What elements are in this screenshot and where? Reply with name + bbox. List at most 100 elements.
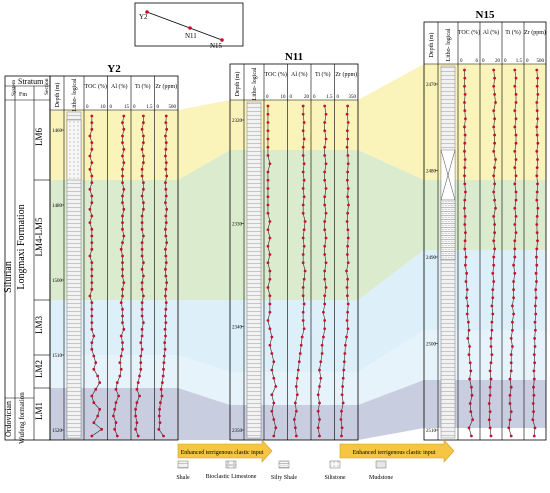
zr-data-point bbox=[164, 134, 167, 138]
litho-header: Litho- logical bbox=[252, 67, 258, 100]
al-data-point bbox=[301, 310, 305, 314]
al-data-point bbox=[488, 393, 492, 397]
toc-data-point bbox=[90, 314, 94, 318]
ti-data-point bbox=[135, 401, 139, 405]
legend-label-siltstone: Siltstone bbox=[324, 475, 345, 481]
ti-data-point bbox=[323, 129, 327, 133]
zr-data-point bbox=[535, 166, 539, 170]
facies-band-0 bbox=[50, 64, 546, 180]
al-data-point bbox=[492, 174, 496, 178]
al-data-point bbox=[494, 206, 497, 210]
al-data-point bbox=[302, 137, 306, 141]
toc-data-point bbox=[468, 402, 472, 405]
zr-data-point bbox=[346, 228, 350, 232]
ti-data-point bbox=[513, 166, 517, 170]
ti-data-point bbox=[324, 211, 328, 215]
al-data-point bbox=[492, 68, 496, 72]
zr-data-point bbox=[535, 255, 538, 259]
zr-data-point bbox=[164, 247, 167, 251]
ti-data-point bbox=[509, 410, 513, 413]
zr-data-point bbox=[535, 101, 539, 104]
section-lm6: LM6 bbox=[34, 128, 44, 147]
toc-data-point bbox=[463, 141, 467, 145]
ti-data-point bbox=[318, 385, 321, 388]
zr-data-point bbox=[347, 203, 350, 207]
ti-data-point bbox=[142, 134, 145, 138]
zr-data-point bbox=[342, 368, 346, 372]
toc-data-point bbox=[464, 190, 467, 194]
litho-header: Litho- logical bbox=[446, 28, 452, 61]
zr-data-point bbox=[346, 277, 350, 281]
al-data-point bbox=[492, 215, 496, 218]
toc-data-point bbox=[268, 302, 272, 306]
toc-data-point bbox=[90, 214, 94, 218]
zr-data-point bbox=[159, 401, 162, 405]
ti-data-point bbox=[323, 253, 327, 256]
toc-data-point bbox=[463, 93, 467, 96]
al-data-point bbox=[121, 314, 124, 318]
arrow-right-label: Enhanced terrigenous clastic input bbox=[353, 450, 436, 456]
toc-data-point bbox=[464, 117, 467, 121]
toc-data-point bbox=[88, 254, 92, 258]
toc-data-point bbox=[90, 301, 94, 305]
al-data-point bbox=[303, 220, 307, 223]
toc-data-point bbox=[463, 166, 467, 170]
ti-data-point bbox=[322, 335, 325, 339]
zr-data-point bbox=[346, 244, 350, 248]
toc-data-point bbox=[90, 141, 94, 145]
zr-data-point bbox=[346, 187, 350, 190]
facies-band-1 bbox=[50, 150, 546, 300]
map-label-n11: N11 bbox=[185, 32, 197, 40]
al-data-point bbox=[303, 269, 307, 273]
zr-data-point bbox=[535, 223, 539, 226]
toc-data-point bbox=[468, 361, 472, 365]
legend-swatch-mudstone bbox=[375, 460, 387, 469]
toc-curve bbox=[464, 69, 473, 437]
toc-scale-min: 0 bbox=[266, 95, 269, 100]
al-data-point bbox=[293, 401, 297, 405]
ti-data-point bbox=[512, 288, 515, 291]
al-data-point bbox=[121, 174, 124, 178]
section-lm1: LM1 bbox=[34, 402, 44, 420]
system-silurian: Silurian bbox=[3, 261, 14, 293]
zr-data-point bbox=[164, 254, 168, 258]
toc-data-point bbox=[470, 393, 474, 397]
ti-data-point bbox=[323, 121, 327, 124]
toc-data-point bbox=[90, 194, 94, 198]
zr-data-point bbox=[532, 353, 536, 357]
zr-data-point bbox=[534, 296, 538, 300]
toc-data-point bbox=[463, 198, 467, 202]
zr-data-point bbox=[164, 114, 168, 118]
facies-bands bbox=[50, 64, 546, 440]
depth-header: Depth (m) bbox=[234, 72, 241, 97]
depth-tick-label: 2490 bbox=[426, 256, 437, 261]
toc-data-point bbox=[464, 255, 468, 259]
zr-data-point bbox=[346, 302, 350, 306]
al-data-point bbox=[114, 401, 118, 405]
ti-data-point bbox=[139, 341, 143, 345]
zr-data-point bbox=[536, 239, 539, 243]
facies-band-4 bbox=[50, 380, 546, 440]
ti-data-point bbox=[142, 321, 145, 325]
ti-data-point bbox=[509, 369, 513, 373]
al-data-point bbox=[119, 367, 123, 371]
ti-data-point bbox=[318, 418, 321, 421]
ti-data-point bbox=[324, 286, 328, 289]
zr-data-point bbox=[535, 149, 539, 153]
ti-data-point bbox=[514, 215, 518, 218]
al-data-point bbox=[301, 294, 305, 298]
depth-tick-label: 1480 bbox=[52, 204, 63, 209]
al-data-point bbox=[492, 255, 496, 259]
zr-data-point bbox=[343, 352, 347, 355]
toc-data-point bbox=[88, 167, 92, 171]
well-y2-marker bbox=[145, 10, 149, 14]
zr-data-point bbox=[164, 234, 168, 238]
ti-data-point bbox=[139, 361, 143, 365]
litho-column bbox=[246, 101, 262, 439]
toc-data-point bbox=[270, 393, 274, 397]
toc-header: TOC (%) bbox=[265, 71, 287, 78]
al-data-point bbox=[113, 427, 117, 431]
toc-data-point bbox=[90, 234, 94, 238]
toc-data-point bbox=[463, 125, 466, 129]
